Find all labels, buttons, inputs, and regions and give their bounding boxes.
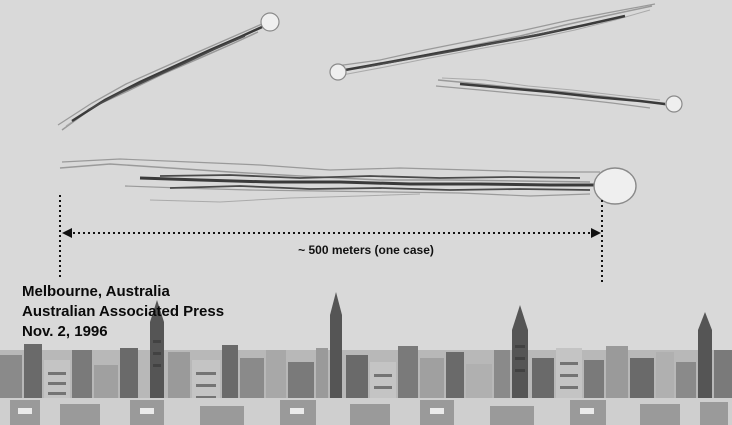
fireball-head <box>594 168 636 204</box>
caption-source: Australian Associated Press <box>22 302 224 322</box>
caption-date: Nov. 2, 1996 <box>22 322 224 342</box>
fireball-head <box>330 64 346 80</box>
fireball-head <box>666 96 682 112</box>
source-caption: Melbourne, Australia Australian Associat… <box>22 282 224 342</box>
dimension-label: ~ 500 meters (one case) <box>0 243 732 257</box>
caption-location: Melbourne, Australia <box>22 282 224 302</box>
fireball-head <box>261 13 279 31</box>
